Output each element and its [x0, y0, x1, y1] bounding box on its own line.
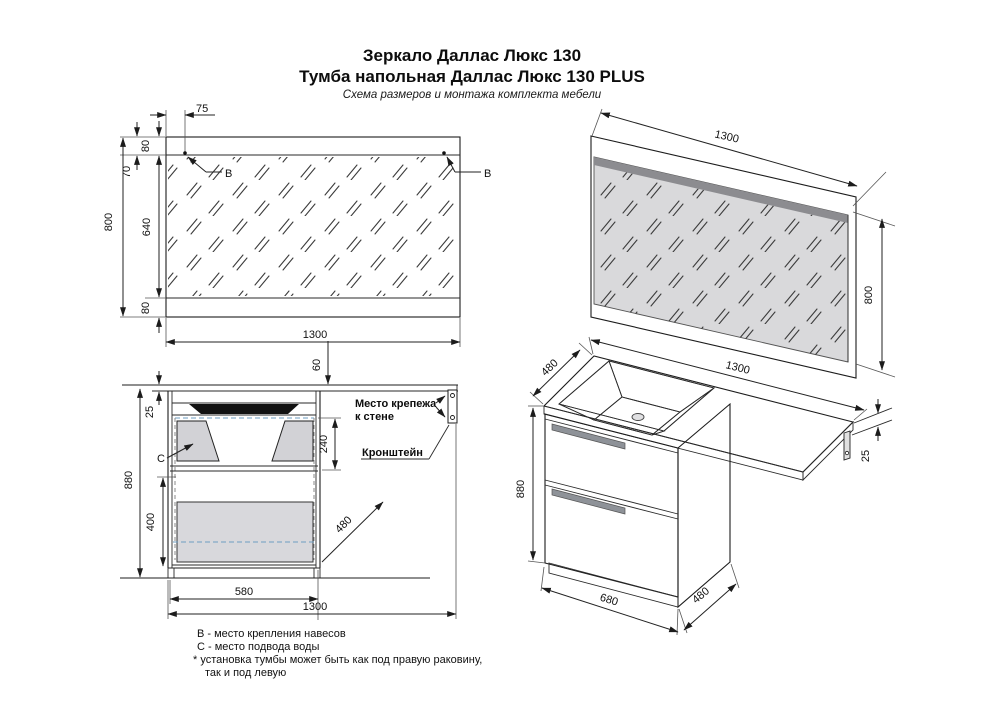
- leg-left: [167, 567, 175, 579]
- hook-point-left: [183, 151, 187, 155]
- dim-persp-depth-bottom: 480: [690, 585, 712, 606]
- dim-persp-body-width: 680: [598, 592, 619, 609]
- dim-mirror-width: 1300: [303, 329, 327, 341]
- wall-mount-label-line1: Место крепежа: [355, 398, 437, 410]
- note-install-line1: * установка тумбы может быть как под пра…: [193, 654, 482, 666]
- countertop-end-edge: [802, 420, 854, 482]
- dim-hook-offset-x: 75: [196, 103, 208, 115]
- dim-countertop-thickness: 25: [144, 406, 156, 418]
- cabinet-front-view: C Место крепежа к стене Кронштейн 60 25 …: [120, 341, 458, 620]
- notes: В - место крепления навесов С - место по…: [193, 628, 482, 679]
- dim-persp-height: 880: [515, 480, 527, 498]
- dim-basin-depth: 240: [318, 435, 330, 453]
- note-water: С - место подвода воды: [197, 641, 319, 653]
- dim-persp-overhang: 25: [860, 450, 872, 462]
- dim-mirror-height: 800: [103, 213, 115, 231]
- page-title-line1: Зеркало Даллас Люкс 130: [363, 46, 581, 65]
- sink-drain: [631, 413, 645, 421]
- dim-cabinet-height: 880: [123, 471, 135, 489]
- mirror-front-view: 75 80 70 800 640 80 1300 B B: [103, 103, 491, 347]
- hook-label-left: B: [225, 168, 232, 180]
- dim-border-top: 80: [140, 140, 152, 152]
- wall-bracket-persp: [843, 430, 851, 461]
- dim-total-width: 1300: [303, 601, 327, 613]
- bracket-label: Кронштейн: [362, 447, 423, 459]
- wall-mount-label-line2: к стене: [355, 411, 394, 423]
- dim-body-width: 580: [235, 586, 253, 598]
- dim-drawer-height: 400: [145, 513, 157, 531]
- dim-glass-height: 640: [141, 218, 153, 236]
- dim-persp-width: 1300: [724, 359, 751, 377]
- leg-right: [313, 567, 321, 579]
- page-subtitle: Схема размеров и монтажа комплекта мебел…: [343, 89, 602, 101]
- dim-top-gap: 60: [311, 359, 323, 371]
- mirror-perspective-view: 1300 800: [590, 108, 896, 379]
- cabinet-perspective-view: 480 1300 25 880 680 480: [515, 336, 893, 636]
- mirror-frame: [165, 136, 461, 318]
- countertop-top: [542, 355, 855, 473]
- sink-silhouette: [189, 404, 299, 414]
- hook-label-right: B: [484, 168, 491, 180]
- drawer-handle-top: [551, 423, 626, 450]
- water-point-label: C: [157, 453, 165, 465]
- sink-back-wall: [608, 360, 716, 413]
- wall-bracket-front: [447, 389, 458, 424]
- basin-wall-right: [271, 420, 314, 462]
- note-hooks: В - место крепления навесов: [197, 628, 346, 640]
- dim-persp-depth-top: 480: [539, 357, 561, 378]
- title-block: Зеркало Даллас Люкс 130 Тумба напольная …: [299, 46, 645, 101]
- cabinet-side-face: [677, 402, 731, 609]
- note-install-line2: так и под левую: [205, 667, 286, 679]
- page-title-line2: Тумба напольная Даллас Люкс 130 PLUS: [299, 67, 645, 86]
- mirror-persp-glass-hatch: [594, 165, 848, 362]
- hook-point-right: [442, 151, 446, 155]
- dim-mirror-persp-height: 800: [863, 286, 875, 304]
- dim-border-bottom: 80: [140, 302, 152, 314]
- drawer-handle-bottom: [551, 488, 626, 515]
- basin-wall-left: [176, 420, 220, 462]
- lower-drawer-box: [176, 501, 314, 563]
- mirror-glass-hatch: [168, 157, 458, 296]
- dim-mirror-persp-width: 1300: [713, 128, 740, 145]
